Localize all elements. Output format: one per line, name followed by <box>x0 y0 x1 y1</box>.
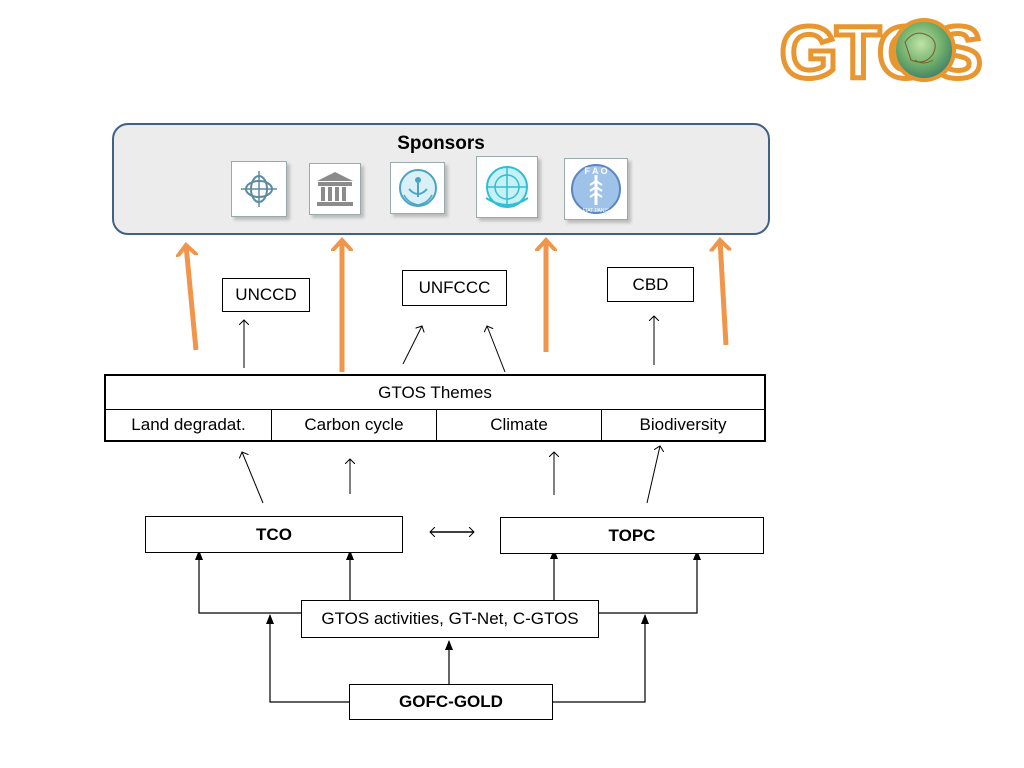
cbd-box: CBD <box>607 267 694 302</box>
theme-climate: Climate <box>437 410 602 440</box>
fao-logo: F A O FIAT PANIS <box>564 158 628 220</box>
tco-box: TCO <box>145 516 403 553</box>
arrow-topc-biodiversity <box>646 446 660 504</box>
activities-to-tco-left <box>195 550 301 614</box>
gofc-gold-box: GOFC-GOLD <box>349 684 553 720</box>
orange-arrows <box>186 240 726 372</box>
unesco-logo <box>309 163 361 215</box>
theme-biodiversity: Biodiversity <box>639 415 727 434</box>
theme-carbon-cycle: Carbon cycle <box>272 410 437 440</box>
unesco-temple-icon <box>317 172 353 206</box>
arrow-to-unfccc-left <box>402 326 422 365</box>
activities-to-topc-right <box>599 550 701 614</box>
gtos-logo-mark: GTOS <box>778 9 985 97</box>
gofc-to-activities-right <box>552 614 649 703</box>
wmo-globe-icon <box>485 166 529 208</box>
unccd-box: UNCCD <box>222 278 310 312</box>
arrow-to-unfccc-right <box>487 326 506 373</box>
themes-header: GTOS Themes <box>106 376 764 410</box>
unep-globe-icon <box>398 169 437 207</box>
unfccc-box: UNFCCC <box>402 270 507 306</box>
cbd-label: CBD <box>632 274 669 294</box>
wmo-logo <box>476 156 538 218</box>
unep-logo <box>390 162 445 214</box>
sponsors-title: Sponsors <box>397 133 485 154</box>
globe-icon <box>892 18 956 82</box>
sponsors-panel: Sponsors <box>112 123 770 235</box>
gofc-gold-label: GOFC-GOLD <box>399 692 503 711</box>
icsu-logo <box>231 161 287 217</box>
gofc-connectors <box>266 614 649 703</box>
unccd-label: UNCCD <box>235 285 297 304</box>
tco-label: TCO <box>256 524 292 544</box>
topc-label: TOPC <box>608 525 656 545</box>
topc-box: TOPC <box>500 517 764 554</box>
arrow-tco-land <box>242 452 264 504</box>
unfccc-label: UNFCCC <box>418 278 491 297</box>
fao-motto: FIAT PANIS <box>583 208 610 214</box>
orange-arrow-1 <box>186 245 199 351</box>
activities-label: GTOS activities, GT-Net, C-GTOS <box>321 609 579 628</box>
orange-arrow-4 <box>720 240 726 346</box>
gofc-to-activities-left <box>266 614 350 703</box>
activities-box: GTOS activities, GT-Net, C-GTOS <box>301 600 599 638</box>
fao-emblem-icon: F A O FIAT PANIS <box>571 164 621 214</box>
icsu-emblem-icon <box>241 171 277 207</box>
theme-land-degradation: Land degradat. <box>106 410 272 440</box>
panel-to-theme-arrows <box>242 446 660 504</box>
convention-arrows <box>244 316 654 373</box>
gtos-themes-table: GTOS Themes Land degradat. Carbon cycle … <box>104 374 766 442</box>
fao-text: F A O <box>584 166 607 176</box>
